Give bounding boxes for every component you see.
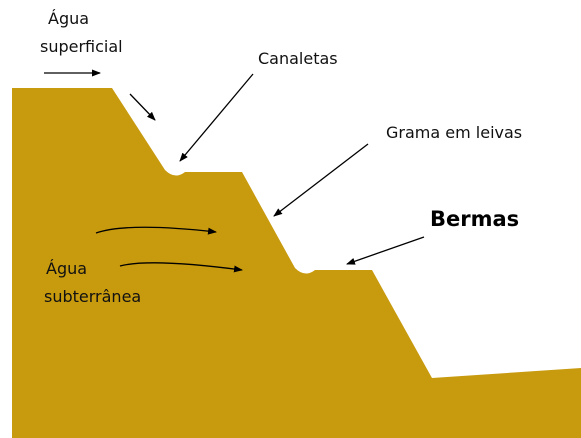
label-canaletas: Canaletas bbox=[258, 49, 338, 68]
label-bermas: Bermas bbox=[430, 207, 519, 231]
label-groundwater-line2: subterrânea bbox=[44, 287, 141, 306]
runoff-arrow bbox=[129, 93, 156, 121]
canaletas-pointer-arrow bbox=[179, 73, 254, 162]
label-surface-water-line2: superficial bbox=[40, 37, 123, 56]
label-groundwater-line1: Água bbox=[46, 259, 87, 278]
label-grama-em-leivas: Grama em leivas bbox=[386, 123, 522, 142]
groundwater-flow-arrow-lower bbox=[119, 262, 243, 273]
soil-slope-shape bbox=[12, 88, 581, 438]
groundwater-flow-arrow-upper bbox=[95, 226, 217, 235]
grama-pointer-arrow bbox=[273, 143, 369, 217]
bermas-pointer-arrow bbox=[346, 236, 425, 265]
label-surface-water-line1: Água bbox=[48, 9, 89, 28]
